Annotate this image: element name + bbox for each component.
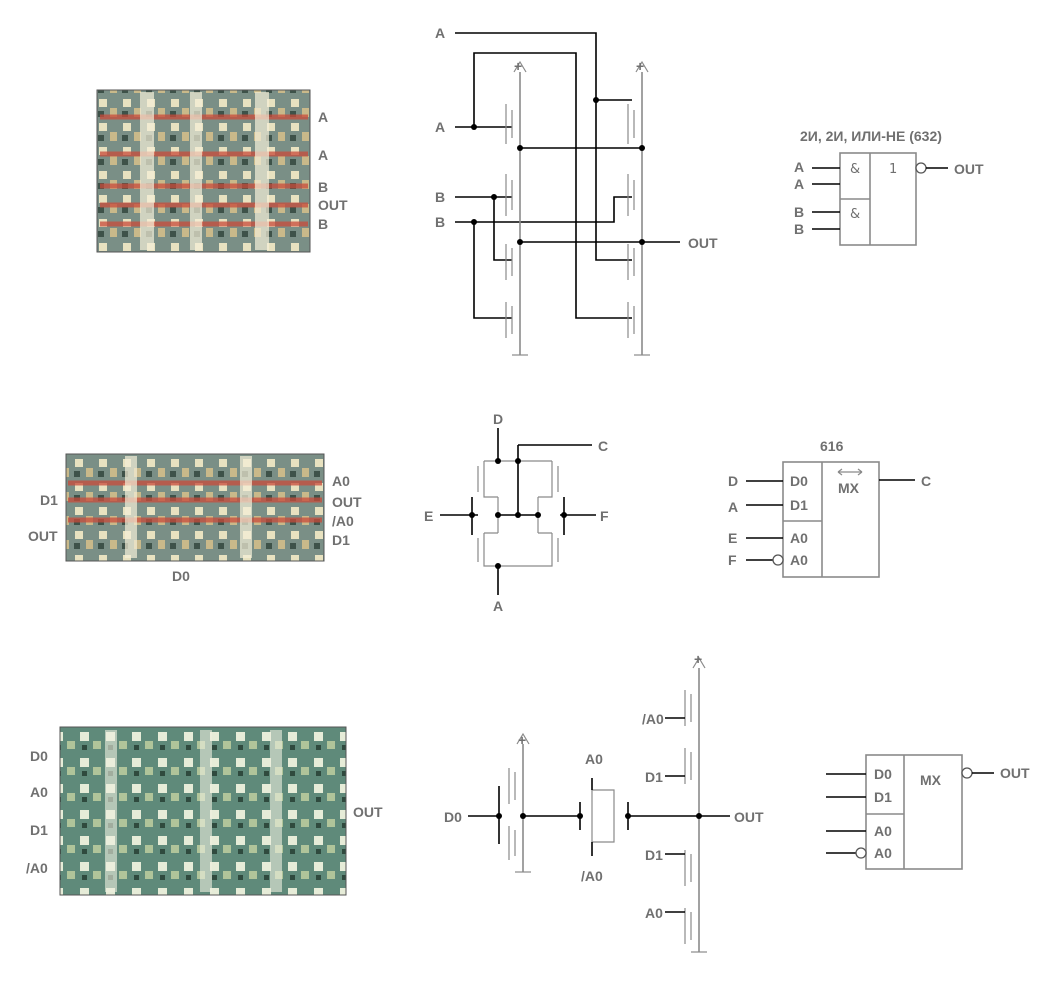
- s1-schem-label-out: OUT: [688, 235, 718, 251]
- mux616-pin-a0: A0: [790, 530, 808, 546]
- gate-output: OUT: [954, 161, 984, 177]
- s3-schem-label-d1-bot: D1: [645, 847, 663, 863]
- section1-schematic: [455, 32, 680, 356]
- s2-photo-right-na0: /A0: [332, 513, 354, 529]
- gate-and2-symbol: &: [850, 207, 860, 222]
- mux-616-symbol: [746, 461, 915, 578]
- s2-schem-label-f: F: [600, 508, 609, 524]
- section2-die-photo: [65, 453, 325, 562]
- s1-photo-label-a1: A: [318, 109, 328, 125]
- s3-photo-left-d1: D1: [30, 822, 48, 838]
- and-or-invert-symbol: [812, 152, 948, 246]
- mux616-output-c: C: [921, 473, 931, 489]
- mux3-func-label: MX: [920, 772, 942, 788]
- mux616-func-label: MX: [838, 480, 860, 496]
- s2-schem-label-c: C: [598, 438, 608, 454]
- mux-616-title: 616: [820, 438, 844, 454]
- mux3-pin-a0: A0: [874, 823, 892, 839]
- gate-input-a1: A: [794, 159, 804, 175]
- s1-schem-label-a-mid: A: [435, 119, 445, 135]
- mux616-input-f: F: [728, 552, 737, 568]
- mux616-pin-a0-inv: A0: [790, 552, 808, 568]
- s2-photo-left-d1: D1: [40, 492, 58, 508]
- s3-plus-1: +: [518, 732, 526, 748]
- gate-input-b2: B: [794, 221, 804, 237]
- s2-schem-label-a: A: [493, 598, 503, 614]
- mux3-pin-a0-inv: A0: [874, 845, 892, 861]
- s2-photo-left-out: OUT: [28, 528, 58, 544]
- section3-die-photo: [59, 726, 347, 896]
- section1-die-photo: [96, 89, 311, 253]
- mux3-pin-d1: D1: [874, 789, 892, 805]
- mux616-input-a: A: [728, 499, 738, 515]
- s3-schem-label-d0: D0: [444, 809, 462, 825]
- s3-schem-label-d1-top: D1: [645, 769, 663, 785]
- s2-photo-right-a0: A0: [332, 473, 350, 489]
- section2-schematic: [440, 428, 596, 595]
- s2-photo-right-d1: D1: [332, 532, 350, 548]
- s3-schem-label-out: OUT: [734, 809, 764, 825]
- s1-photo-label-b1: B: [318, 179, 328, 195]
- s3-schem-label-na0: /A0: [642, 711, 664, 727]
- gate-title: 2И, 2И, ИЛИ-НЕ (632): [800, 128, 942, 144]
- s2-photo-bottom-d0: D0: [172, 568, 190, 584]
- s3-photo-left-a0: A0: [30, 784, 48, 800]
- s3-photo-right-out: OUT: [353, 804, 383, 820]
- s1-schem-label-a-top: A: [435, 25, 445, 41]
- s1-photo-label-a2: A: [318, 147, 328, 163]
- gate-input-b1: B: [794, 204, 804, 220]
- mux-symbol-3: [826, 754, 994, 870]
- section3-schematic: [468, 656, 730, 953]
- mux3-output: OUT: [1000, 765, 1030, 781]
- s3-photo-left-d0: D0: [30, 748, 48, 764]
- s1-schem-label-b2: B: [435, 214, 445, 230]
- s3-schem-label-a0-tg: A0: [585, 751, 603, 767]
- gate-input-a2: A: [794, 176, 804, 192]
- s2-photo-right-out: OUT: [332, 494, 362, 510]
- mux616-input-d: D: [728, 473, 738, 489]
- mux616-pin-d0: D0: [790, 473, 808, 489]
- s1-plus-1: +: [514, 58, 522, 74]
- s1-photo-label-out: OUT: [318, 197, 348, 213]
- s3-plus-2: +: [694, 651, 702, 667]
- s3-photo-left-na0: /A0: [26, 860, 48, 876]
- s1-plus-2: +: [636, 58, 644, 74]
- s3-schem-label-na0-tg: /A0: [581, 868, 603, 884]
- s2-schem-label-d: D: [493, 411, 503, 427]
- gate-and1-symbol: &: [850, 162, 860, 177]
- gate-or-symbol: 1: [889, 162, 897, 177]
- mux616-pin-d1: D1: [790, 497, 808, 513]
- s3-schem-label-a0-bot: A0: [645, 905, 663, 921]
- s1-schem-label-b1: B: [435, 189, 445, 205]
- s2-schem-label-e: E: [424, 508, 433, 524]
- mux3-pin-d0: D0: [874, 766, 892, 782]
- s1-photo-label-b2: B: [318, 216, 328, 232]
- mux616-input-e: E: [728, 530, 737, 546]
